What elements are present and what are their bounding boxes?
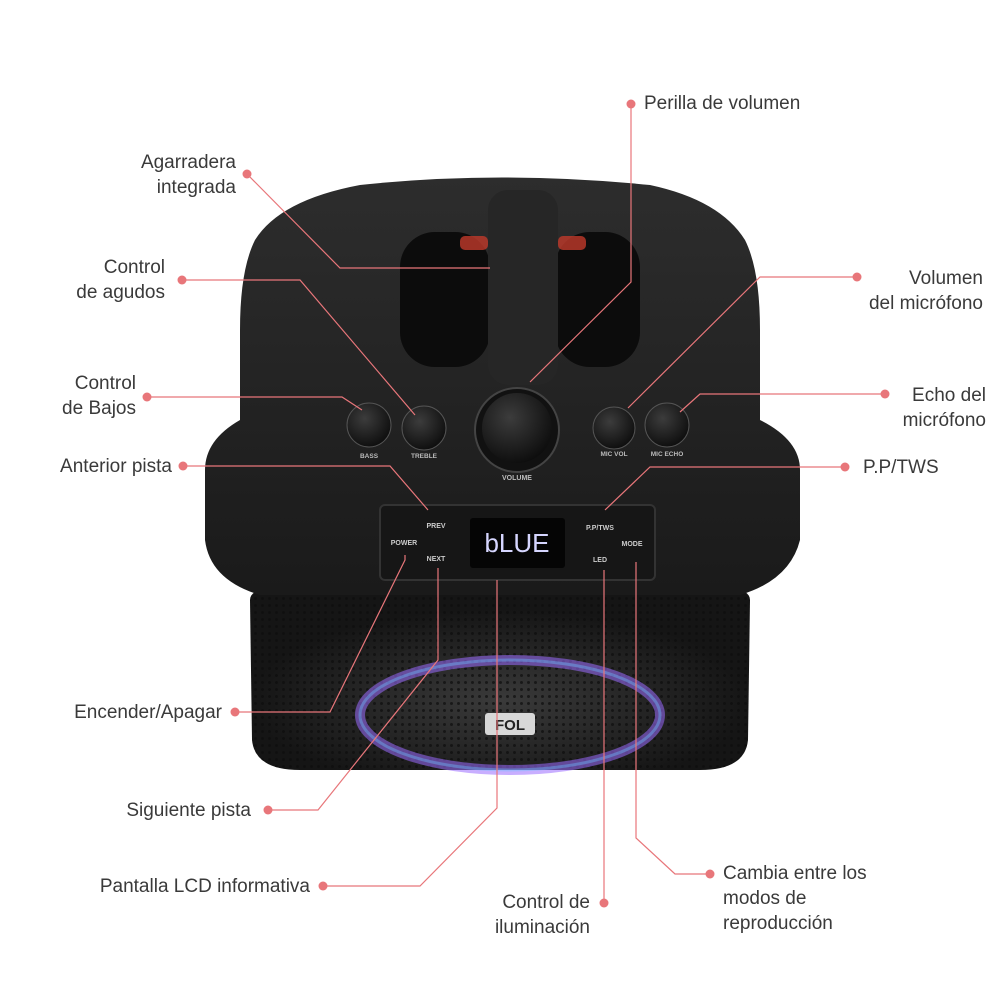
volume-knob: VOLUME — [474, 387, 560, 482]
leader-lines — [147, 104, 885, 903]
callout-control-iluminacion: Control de iluminación — [494, 892, 590, 938]
brand-logo: FOL — [495, 717, 525, 734]
callout-pp-tws: P.P/TWS — [863, 457, 939, 478]
svg-text:VOLUME: VOLUME — [502, 475, 532, 482]
callout-cambia-modos: Cambia entre los modos de reproducción — [723, 863, 867, 934]
mic-echo-knob: MIC ECHO — [644, 402, 690, 458]
led-button: LED — [593, 557, 607, 564]
treble-knob: TREBLE — [401, 405, 447, 460]
bass-knob: BASS — [346, 402, 392, 460]
svg-text:MIC VOL: MIC VOL — [600, 451, 627, 458]
mic-vol-knob: MIC VOL — [592, 406, 636, 458]
speaker-grill: FOL — [250, 588, 750, 775]
handle-bar — [488, 190, 558, 385]
pp-tws-button: P.P/TWS — [586, 525, 614, 532]
mode-button: MODE — [622, 541, 643, 548]
callout-volumen-microfono: Volumen del micrófono — [868, 268, 983, 314]
prev-button: PREV — [426, 523, 445, 530]
led-ring — [355, 655, 665, 775]
power-button: POWER — [391, 540, 417, 547]
callout-control-bajos: Control de Bajos — [62, 373, 136, 419]
next-button: NEXT — [427, 556, 446, 563]
speaker-top — [205, 177, 800, 595]
control-panel: bLUE PREV POWER NEXT P.P/TWS MODE LED — [379, 504, 656, 581]
callout-pantalla-lcd: Pantalla LCD informativa — [99, 876, 310, 897]
callout-siguiente-pista: Siguiente pista — [126, 800, 251, 821]
callout-anterior-pista: Anterior pista — [60, 456, 172, 477]
callout-agarradera: Agarradera integrada — [140, 152, 236, 198]
lcd-text: bLUE — [484, 528, 549, 558]
callout-echo-microfono: Echo del micrófono — [902, 385, 986, 431]
svg-text:BASS: BASS — [360, 453, 379, 460]
callout-encender-apagar: Encender/Apagar — [74, 702, 222, 723]
callout-perilla-volumen: Perilla de volumen — [644, 93, 801, 114]
lcd-display — [470, 518, 565, 568]
callout-dots — [142, 99, 890, 908]
svg-text:MIC ECHO: MIC ECHO — [651, 451, 684, 458]
svg-text:TREBLE: TREBLE — [411, 453, 438, 460]
callout-control-agudos: Control de agudos — [76, 257, 165, 303]
